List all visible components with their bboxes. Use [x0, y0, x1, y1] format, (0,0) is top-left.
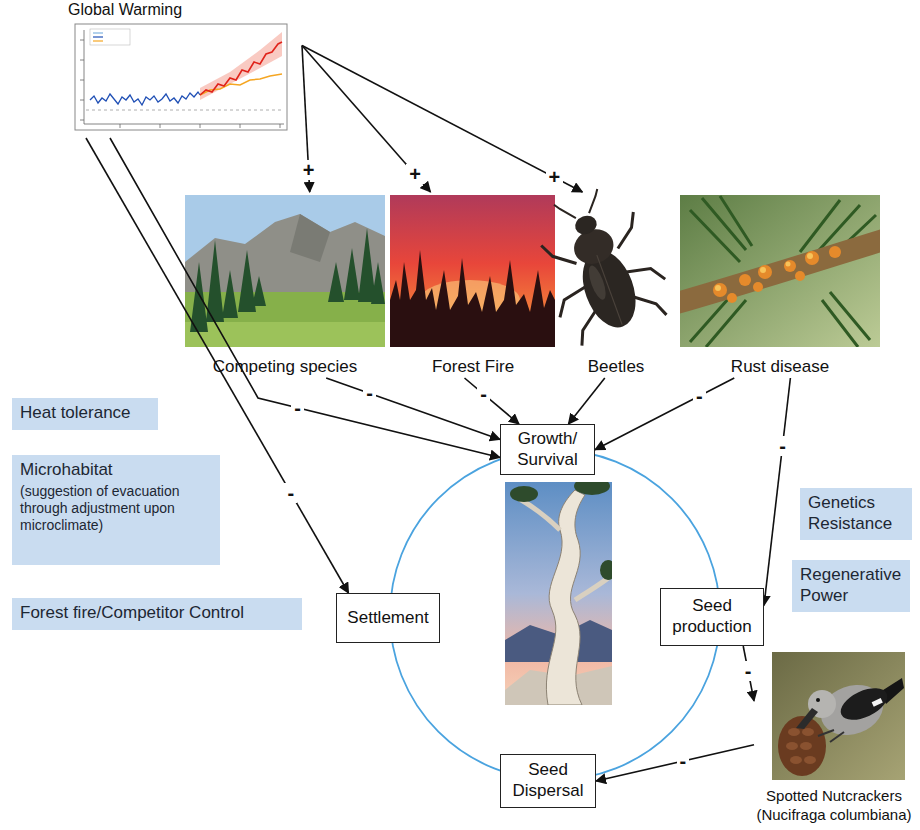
- photo-caption: Beetles: [560, 357, 672, 378]
- threat-photo: Rust disease: [676, 192, 884, 378]
- stage-box: Settlement: [336, 593, 440, 643]
- sign-label: -: [693, 386, 706, 406]
- sign-label: +: [406, 164, 424, 184]
- connector-arrow: [302, 46, 431, 192]
- sign-label: -: [742, 661, 755, 681]
- sign-label: -: [291, 398, 304, 418]
- threat-photo: Beetles: [560, 192, 672, 378]
- sign-label: +: [300, 160, 318, 180]
- stage-box: Seed production: [660, 588, 764, 646]
- strategy-box: Regenerative Power: [792, 560, 910, 612]
- connector-arrow: [764, 378, 790, 605]
- connector-arrow: [326, 378, 500, 439]
- strategy-box: Microhabitat(suggestion of evacuation th…: [12, 455, 220, 565]
- meadow-photo: [185, 195, 385, 347]
- photo-caption: Spotted Nutcrackers (Nucifraga columbian…: [754, 787, 914, 824]
- strategy-label: Forest fire/Competitor Control: [20, 603, 294, 624]
- sign-label: -: [677, 751, 690, 771]
- temperature-chart: [75, 24, 287, 130]
- disperser-photo: Spotted Nutcrackers (Nucifraga columbian…: [754, 648, 914, 824]
- sign-label: -: [284, 483, 297, 503]
- stage-box: Growth/ Survival: [500, 424, 595, 475]
- beetle-figure: [523, 178, 677, 350]
- connector-arrow: [465, 378, 520, 424]
- photo-caption: Competing species: [182, 357, 388, 378]
- connector-arrow: [596, 745, 754, 781]
- strategy-note: (suggestion of evacuation through adjust…: [20, 483, 212, 534]
- strategy-label: Microhabitat: [20, 460, 212, 481]
- rust-disease-photo: [680, 195, 880, 347]
- nutcracker-photo: [772, 652, 905, 780]
- threat-photo: Competing species: [182, 192, 388, 378]
- connector-arrow: [110, 138, 500, 457]
- strategy-box: Forest fire/Competitor Control: [12, 598, 302, 630]
- strategy-box: Genetics Resistance: [800, 488, 912, 540]
- photo-caption: Rust disease: [676, 357, 884, 378]
- chart-title: Global Warming: [68, 0, 302, 20]
- sign-label: -: [477, 384, 490, 404]
- whitebark-pine-photo: [505, 482, 612, 705]
- stage-label: Seed production: [667, 596, 757, 637]
- connector-arrow: [302, 46, 582, 192]
- stage-label: Seed Dispersal: [507, 760, 589, 801]
- strategy-label: Heat tolerance: [20, 403, 150, 424]
- sign-label: -: [363, 383, 376, 403]
- sign-label: +: [546, 167, 564, 187]
- strategy-label: Genetics Resistance: [808, 493, 904, 534]
- threat-photo: Forest Fire: [388, 192, 558, 378]
- photo-caption: Forest Fire: [388, 357, 558, 378]
- connector-arrow: [595, 378, 734, 450]
- stage-label: Growth/ Survival: [507, 429, 588, 470]
- stage-box: Seed Dispersal: [500, 754, 596, 808]
- sign-label: -: [776, 436, 789, 456]
- strategy-label: Regenerative Power: [800, 565, 902, 606]
- stage-label: Settlement: [343, 608, 433, 629]
- connector-arrow: [568, 378, 604, 424]
- strategy-box: Heat tolerance: [12, 398, 158, 430]
- driver-chart: Global Warming: [62, 0, 302, 138]
- forest-fire-photo: [390, 195, 555, 347]
